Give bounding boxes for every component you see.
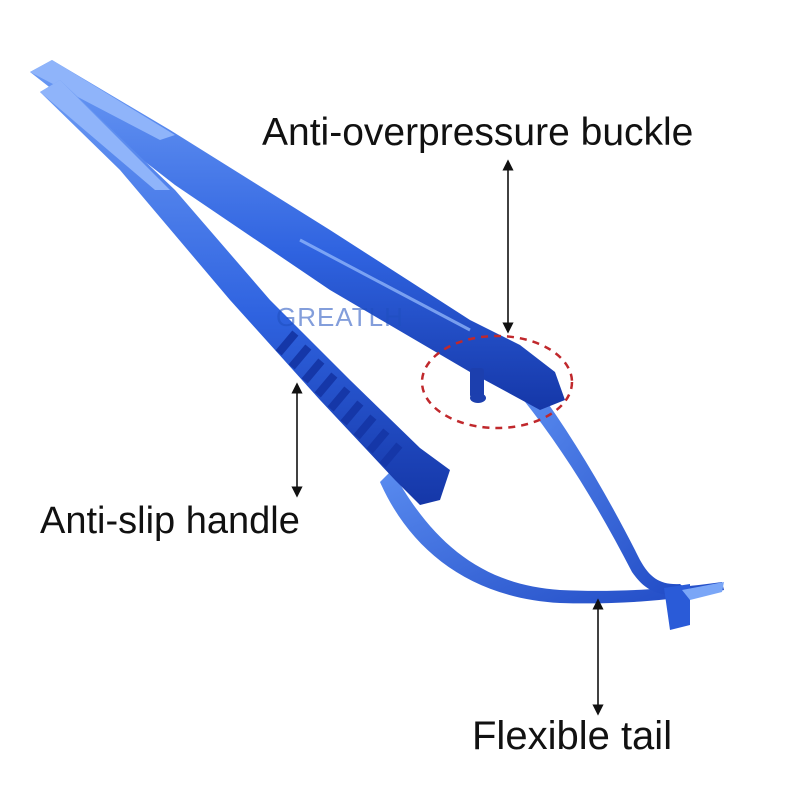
lower-blade — [40, 80, 450, 505]
flexible-tail — [380, 385, 724, 630]
anti-slip-ridges — [275, 330, 403, 468]
label-anti-slip-handle: Anti-slip handle — [40, 500, 300, 542]
label-flexible-tail: Flexible tail — [472, 714, 673, 758]
label-anti-overpressure-buckle: Anti-overpressure buckle — [262, 111, 694, 154]
buckle-highlight-circle — [420, 334, 574, 430]
brand-watermark: GREATLH — [276, 302, 404, 332]
buckle-pin — [470, 368, 486, 403]
upper-blade — [30, 60, 565, 410]
